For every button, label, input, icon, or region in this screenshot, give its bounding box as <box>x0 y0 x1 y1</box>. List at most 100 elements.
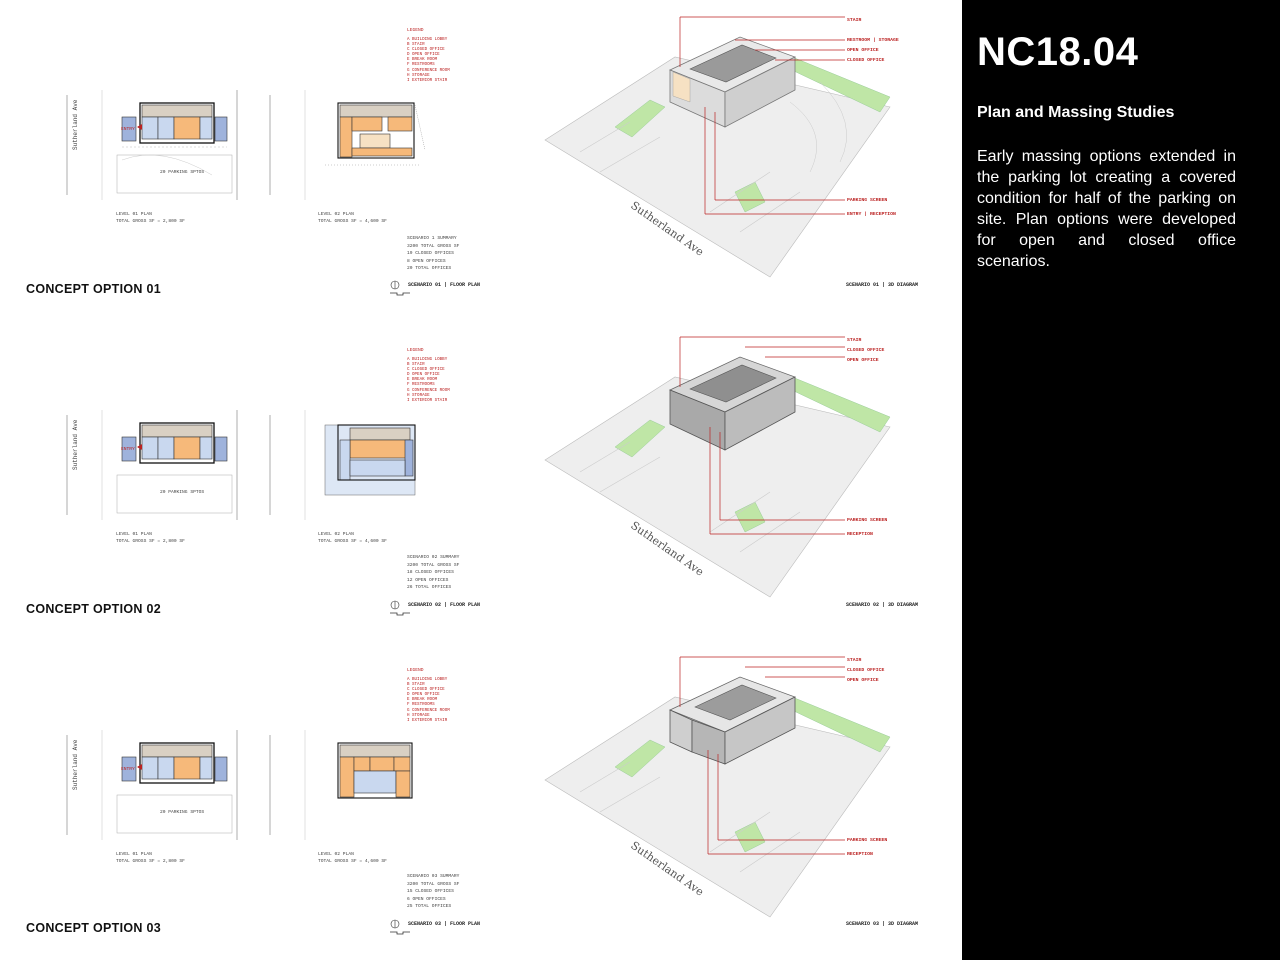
level-02-plan <box>269 90 426 200</box>
level-01-label: LEVEL 01 PLAN <box>116 532 152 537</box>
summary-line: 15 CLOSED OFFICES <box>407 889 454 894</box>
concept-option-3: ENTRY 20 PARKING SPTOS Sutherland Ave LE… <box>0 640 962 960</box>
diagram-title: SCENARIO 01 | 3D DIAGRAM <box>846 282 919 288</box>
plan-title: SCENARIO 01 | FLOOR PLAN <box>408 282 481 288</box>
legend-item: C CLOSED OFFICE <box>407 688 445 693</box>
level-01-plan <box>66 730 238 840</box>
level-02-area: TOTAL GROSS SF = 4,600 SF <box>318 219 387 224</box>
scenario-summary: SCENARIO 02 SUMMARY 3200 TOTAL GROSS SF … <box>407 554 459 592</box>
scenario-summary: SCENARIO 1 SUMMARY 3200 TOTAL GROSS SF 1… <box>407 235 459 273</box>
scenario-summary: SCENARIO 03 SUMMARY 3200 TOTAL GROSS SF … <box>407 873 459 911</box>
legend-item: D OPEN OFFICE <box>407 373 440 378</box>
callout: OPEN OFFICE <box>847 358 879 363</box>
legend-item: H STORAGE <box>407 713 430 718</box>
callout: PARKING SCREEN <box>847 198 888 203</box>
street-label: Sutherland Ave <box>72 99 79 150</box>
legend-item: G CONFERENCE ROOM <box>407 388 450 393</box>
callout: RESTROOM | STORAGE <box>847 38 899 43</box>
callout: OPEN OFFICE <box>847 678 879 683</box>
legend-title: LEGEND <box>407 28 424 33</box>
level-01-label: LEVEL 01 PLAN <box>116 852 152 857</box>
legend-item: A BUILDING LOBBY <box>407 678 448 682</box>
concept-option-label: CONCEPT OPTION 03 <box>26 921 161 935</box>
level-02-label: LEVEL 02 PLAN <box>318 212 354 217</box>
legend-item: I EXTERIOR STAIR <box>407 398 448 403</box>
concept-option-label: CONCEPT OPTION 02 <box>26 602 161 616</box>
diagram-title: SCENARIO 02 | 3D DIAGRAM <box>846 602 919 608</box>
massing-diagram-3d: Sutherland Ave <box>544 336 891 598</box>
concept-option-label: CONCEPT OPTION 01 <box>26 282 161 296</box>
summary-line: 3200 TOTAL GROSS SF <box>407 881 460 887</box>
legend-title: LEGEND <box>407 668 424 673</box>
summary-line: 3200 TOTAL GROSS SF <box>407 243 460 249</box>
entry-label: ENTRY <box>121 127 135 132</box>
callout: STAIR <box>847 18 862 23</box>
legend-item: F RESTROOMS <box>407 383 435 388</box>
level-02-label: LEVEL 02 PLAN <box>318 532 354 537</box>
legend-item: C CLOSED OFFICE <box>407 368 445 373</box>
concept-option-1: ENTRY 20 PARKING SPTOS Sutherland Ave LE… <box>0 0 962 320</box>
parking-label: 20 PARKING SPTOS <box>160 810 205 815</box>
callout: OPEN OFFICE <box>847 48 879 53</box>
legend-item: B STAIR <box>407 43 425 48</box>
legend-item: B STAIR <box>407 363 425 368</box>
summary-line: 12 OPEN OFFICES <box>407 577 449 583</box>
callout: CLOSED OFFICE <box>847 668 885 673</box>
callout: PARKING SCREEN <box>847 838 888 843</box>
legend-item: C CLOSED OFFICE <box>407 48 445 53</box>
callout: CLOSED OFFICE <box>847 348 885 353</box>
level-02-area: TOTAL GROSS SF = 4,600 SF <box>318 539 387 544</box>
legend-item: H STORAGE <box>407 73 430 78</box>
callout: RECEPTION <box>847 852 873 857</box>
level-01-area: TOTAL GROSS SF = 2,800 SF <box>116 539 185 544</box>
massing-diagram-3d: Sutherland Ave <box>544 656 891 918</box>
level-01-area: TOTAL GROSS SF = 2,800 SF <box>116 859 185 864</box>
summary-line: 3200 TOTAL GROSS SF <box>407 562 460 568</box>
street-label: Sutherland Ave <box>72 739 79 790</box>
level-02-plan <box>269 730 413 840</box>
legend-item: F RESTROOMS <box>407 703 435 708</box>
summary-line: 20 TOTAL OFFICES <box>407 266 452 271</box>
summary-line: 26 TOTAL OFFICES <box>407 585 452 590</box>
massing-diagram-3d: Sutherland Ave <box>544 16 891 278</box>
project-number: NC18.04 <box>977 30 1139 74</box>
plan-title: SCENARIO 02 | FLOOR PLAN <box>408 602 481 608</box>
legend-item: B STAIR <box>407 683 425 688</box>
legend: LEGEND A BUILDING LOBBY B STAIR C CLOSED… <box>407 668 450 724</box>
level-01-area: TOTAL GROSS SF = 2,800 SF <box>116 219 185 224</box>
legend-item: A BUILDING LOBBY <box>407 38 448 42</box>
level-01-plan <box>66 90 238 200</box>
concept-option-2: ENTRY 20 PARKING SPTOS Sutherland Ave LE… <box>0 320 962 640</box>
legend-item: E BREAK ROOM <box>407 378 438 383</box>
summary-line: SCENARIO 03 SUMMARY <box>407 874 460 879</box>
legend-item: I EXTERIOR STAIR <box>407 78 448 83</box>
legend-item: G CONFERENCE ROOM <box>407 68 450 73</box>
diagram-title: SCENARIO 03 | 3D DIAGRAM <box>846 921 919 927</box>
section-description: Early massing options extended in the pa… <box>977 148 1236 270</box>
north-arrow-icon <box>390 919 410 935</box>
legend-item: H STORAGE <box>407 393 430 398</box>
street-label: Sutherland Ave <box>72 419 79 470</box>
callout: RECEPTION <box>847 532 873 537</box>
legend: LEGEND A BUILDING LOBBY B STAIR C CLOSED… <box>407 28 450 84</box>
callout: STAIR <box>847 338 862 343</box>
north-arrow-icon <box>390 600 410 616</box>
north-arrow-icon <box>390 280 410 296</box>
entry-label: ENTRY <box>121 767 135 772</box>
legend-item: D OPEN OFFICE <box>407 53 440 58</box>
legend-item: I EXTERIOR STAIR <box>407 718 448 723</box>
summary-line: SCENARIO 02 SUMMARY <box>407 555 460 560</box>
legend-item: D OPEN OFFICE <box>407 693 440 698</box>
level-01-label: LEVEL 01 PLAN <box>116 212 152 217</box>
parking-label: 20 PARKING SPTOS <box>160 170 205 175</box>
callout: CLOSED OFFICE <box>847 58 885 63</box>
legend-item: A BUILDING LOBBY <box>407 358 448 362</box>
level-02-label: LEVEL 02 PLAN <box>318 852 354 857</box>
legend-item: E BREAK ROOM <box>407 698 438 703</box>
presentation-board: ENTRY 20 PARKING SPTOS Sutherland Ave LE… <box>0 0 962 960</box>
summary-line: 8 OPEN OFFICES <box>407 258 446 264</box>
level-02-plan <box>269 410 416 520</box>
callout: PARKING SCREEN <box>847 518 888 523</box>
legend-title: LEGEND <box>407 348 424 353</box>
entry-label: ENTRY <box>121 447 135 452</box>
